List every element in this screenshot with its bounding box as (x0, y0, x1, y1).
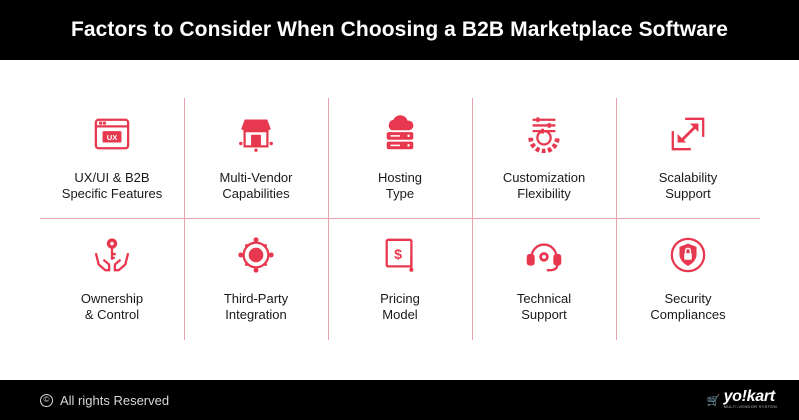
factor-label: Third-Party Integration (223, 291, 289, 322)
footer-bar: © All rights Reserved 🛒 yo!kart MULTI-VE… (0, 380, 799, 420)
headset-icon (524, 235, 564, 275)
svg-text:UX: UX (107, 133, 118, 142)
factor-label: Ownership & Control (80, 291, 144, 322)
factor-label: Customization Flexibility (502, 170, 586, 201)
row-divider (40, 218, 760, 219)
factor-security: Security Compliances (616, 219, 760, 340)
storefront-icon (236, 114, 276, 154)
factor-label: UX/UI & B2B Specific Features (61, 170, 163, 201)
factor-hosting: Hosting Type (328, 98, 472, 219)
header-banner: Factors to Consider When Choosing a B2B … (0, 0, 799, 60)
column-divider (472, 98, 473, 340)
copyright-notice: © All rights Reserved (40, 393, 169, 408)
svg-text:$: $ (394, 247, 402, 263)
ux-browser-icon: UX (92, 114, 132, 154)
price-tag-icon: $ (380, 235, 420, 275)
brand-logo: 🛒 yo!kart MULTI-VENDOR SYSTEM (706, 388, 777, 410)
network-hub-icon (236, 235, 276, 275)
gear-sliders-icon (524, 114, 564, 154)
key-hands-icon (92, 235, 132, 275)
factor-label: Pricing Model (380, 291, 420, 322)
factor-label: Hosting Type (377, 170, 423, 201)
cart-icon: 🛒 (706, 394, 721, 407)
factor-pricing: $ Pricing Model (328, 219, 472, 340)
column-divider (184, 98, 185, 340)
column-divider (328, 98, 329, 340)
factor-third-party: Third-Party Integration (184, 219, 328, 340)
copyright-icon: © (40, 393, 53, 407)
copyright-text: All rights Reserved (60, 392, 170, 408)
factor-scalability: Scalability Support (616, 98, 760, 219)
factor-label: Technical Support (516, 291, 572, 322)
cloud-server-icon (380, 114, 420, 154)
shield-lock-icon (668, 235, 708, 275)
factor-customization: Customization Flexibility (472, 98, 616, 219)
factor-multi-vendor: Multi-Vendor Capabilities (184, 98, 328, 219)
factor-ownership: Ownership & Control (40, 219, 184, 340)
factor-label: Multi-Vendor Capabilities (219, 170, 293, 201)
brand-tagline: MULTI-VENDOR SYSTEM (723, 404, 777, 409)
resize-arrow-icon (668, 114, 708, 154)
factor-ux-ui: UX UX/UI & B2B Specific Features (40, 98, 184, 219)
factor-label: Scalability Support (658, 170, 718, 201)
factors-grid: UX UX/UI & B2B Specific Features Multi-V… (40, 98, 760, 340)
page-title: Factors to Consider When Choosing a B2B … (70, 18, 729, 41)
factor-label: Security Compliances (650, 291, 726, 322)
column-divider (616, 98, 617, 340)
factor-technical-support: Technical Support (472, 219, 616, 340)
brand-name: yo!kart (723, 388, 776, 405)
